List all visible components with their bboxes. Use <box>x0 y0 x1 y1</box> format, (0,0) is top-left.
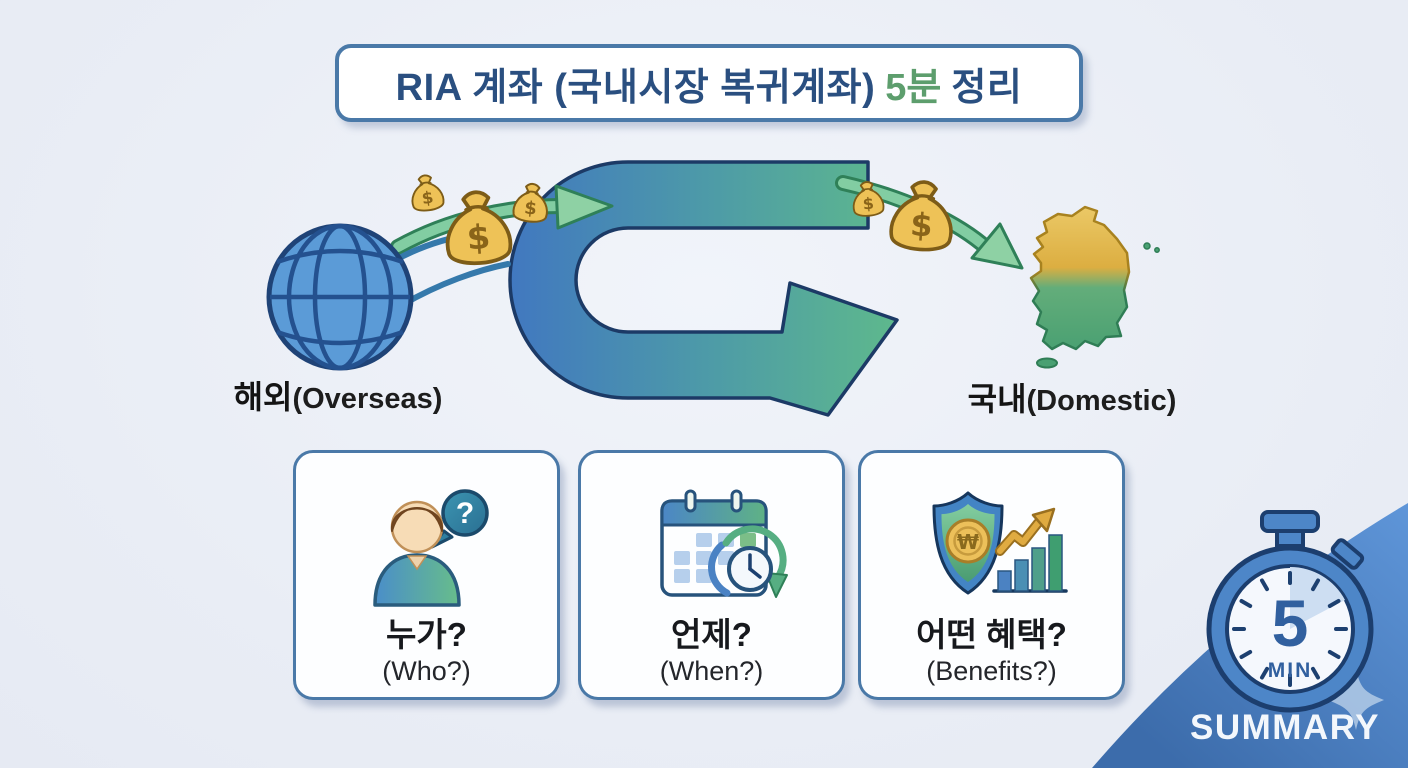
card-benefits: ₩ 어떤 혜택? (Benefits?) <box>858 450 1125 700</box>
origin-label: 해외(Overseas) <box>198 372 478 418</box>
title-highlight: 5분 <box>885 66 942 109</box>
card-when: 언제? (When?) <box>578 450 845 700</box>
money-bag-icon <box>511 181 551 225</box>
money-bag-icon <box>442 188 514 268</box>
person-question-icon: ? <box>347 461 507 613</box>
card-who-english: (Who?) <box>382 656 471 687</box>
calendar-grid <box>673 533 756 583</box>
question-mark: ? <box>455 497 473 530</box>
calendar-clock-icon <box>632 461 792 613</box>
origin-label-korean: 해외 <box>233 379 293 415</box>
sparkle-icon <box>1328 668 1384 730</box>
shield-growth-icon: ₩ <box>912 461 1072 613</box>
coin-currency-symbol: ₩ <box>956 530 978 554</box>
destination-label-korean: 국내 <box>967 381 1027 417</box>
stopwatch-ticks <box>1232 571 1348 687</box>
money-bag-icon <box>408 172 446 214</box>
card-who: ? 누가? (Who?) <box>293 450 560 700</box>
stopwatch-unit: MIN <box>1268 659 1313 682</box>
stopwatch-icon: 5 MIN <box>1206 510 1374 713</box>
title-banner: RIA 계좌 (국내시장 복귀계좌) 5분 정리 <box>335 44 1083 122</box>
card-benefits-korean: 어떤 혜택? <box>916 616 1067 653</box>
destination-label-english: (Domestic) <box>1026 385 1177 417</box>
korea-map-icon <box>1029 205 1160 369</box>
card-benefits-english: (Benefits?) <box>926 656 1057 687</box>
growth-chart-icon <box>991 507 1068 593</box>
summary-label: SUMMARY <box>1189 708 1381 747</box>
stopwatch-value: 5 <box>1272 586 1309 660</box>
destination-label: 국내(Domestic) <box>932 374 1212 420</box>
card-when-english: (When?) <box>659 656 764 687</box>
title-main: RIA 계좌 (국내시장 복귀계좌) <box>395 66 876 109</box>
title-suffix: 정리 <box>951 66 1023 109</box>
card-when-korean: 언제? <box>671 616 752 653</box>
card-who-korean: 누가? <box>386 616 467 653</box>
money-bag-icon <box>888 178 957 254</box>
globe-icon <box>266 223 414 371</box>
origin-label-english: (Overseas) <box>292 383 443 415</box>
clock-refresh-icon <box>707 525 788 598</box>
